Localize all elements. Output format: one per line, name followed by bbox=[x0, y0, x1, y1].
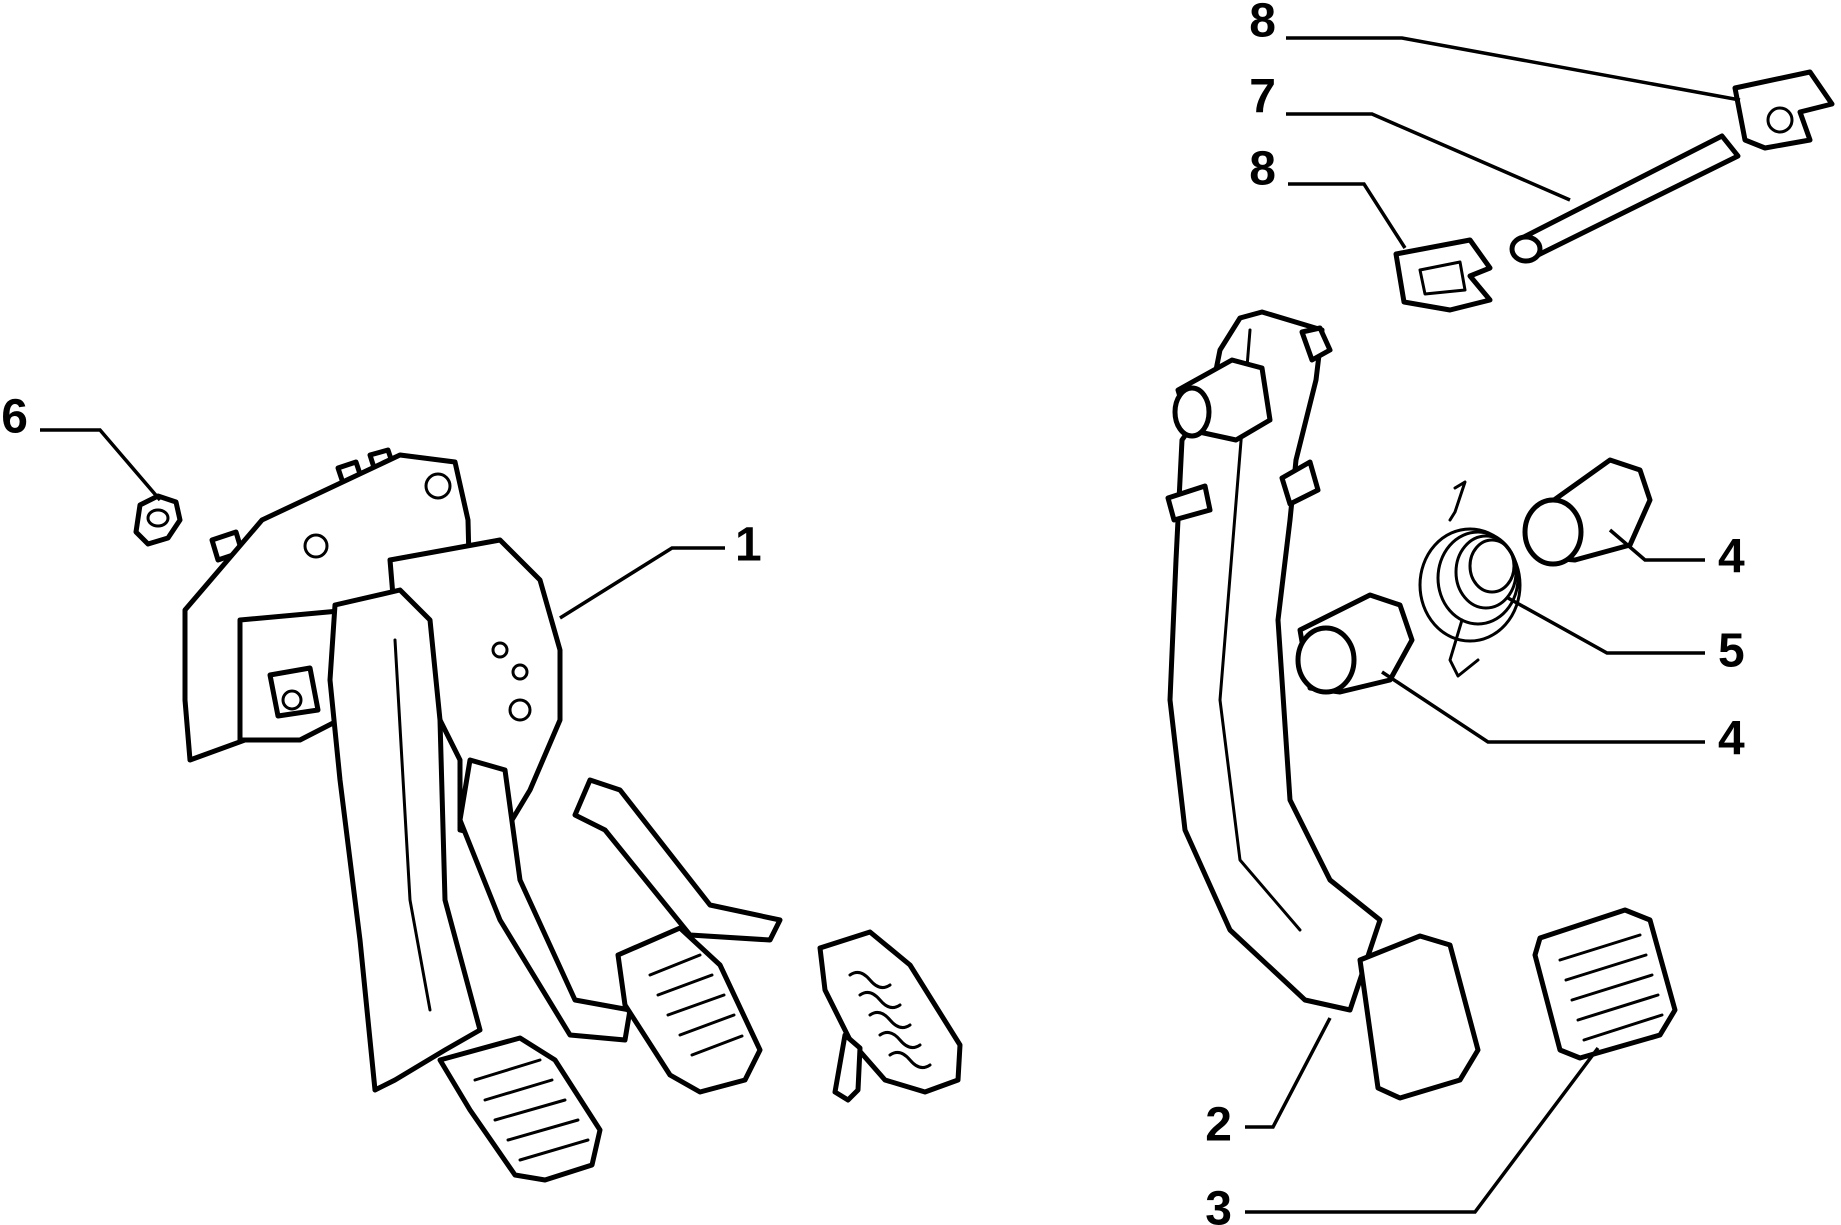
leader-4-lower bbox=[1381, 670, 1705, 744]
callout-labels: 1 2 3 4 4 5 6 7 8 8 bbox=[1, 0, 1745, 1225]
leader-8-lower bbox=[1288, 182, 1407, 249]
bushing-upper-part bbox=[1522, 457, 1653, 567]
callout-4-lower: 4 bbox=[1718, 713, 1745, 766]
callout-6: 6 bbox=[1, 391, 28, 444]
retaining-clip-lower-part bbox=[1393, 237, 1493, 313]
callout-8-lower: 8 bbox=[1249, 143, 1276, 196]
nut-part bbox=[133, 493, 183, 547]
callout-4-upper: 4 bbox=[1718, 531, 1745, 584]
callout-2: 2 bbox=[1205, 1099, 1232, 1152]
callout-1: 1 bbox=[735, 519, 762, 572]
callout-5: 5 bbox=[1718, 625, 1745, 678]
pedal-pad-part bbox=[1532, 907, 1678, 1061]
leader-7 bbox=[1286, 112, 1571, 202]
leader-6 bbox=[40, 428, 162, 502]
return-spring-part bbox=[1418, 480, 1522, 678]
leader-4-upper bbox=[1608, 528, 1705, 562]
callout-7: 7 bbox=[1249, 71, 1276, 124]
clutch-pedal-lever bbox=[1165, 309, 1481, 1101]
callout-3: 3 bbox=[1205, 1183, 1232, 1225]
leader-8-upper bbox=[1286, 36, 1741, 102]
leader-3 bbox=[1245, 1046, 1600, 1214]
pedal-box-assembly bbox=[182, 447, 963, 1183]
leader-2 bbox=[1245, 1017, 1332, 1129]
leader-5 bbox=[1507, 596, 1705, 655]
callout-8-upper: 8 bbox=[1249, 0, 1276, 48]
bushing-lower-part bbox=[1295, 592, 1415, 695]
retaining-clip-upper-part bbox=[1732, 69, 1835, 151]
pivot-pin-part bbox=[1509, 133, 1741, 264]
leader-lines bbox=[40, 36, 1741, 1214]
leader-1 bbox=[559, 546, 725, 620]
